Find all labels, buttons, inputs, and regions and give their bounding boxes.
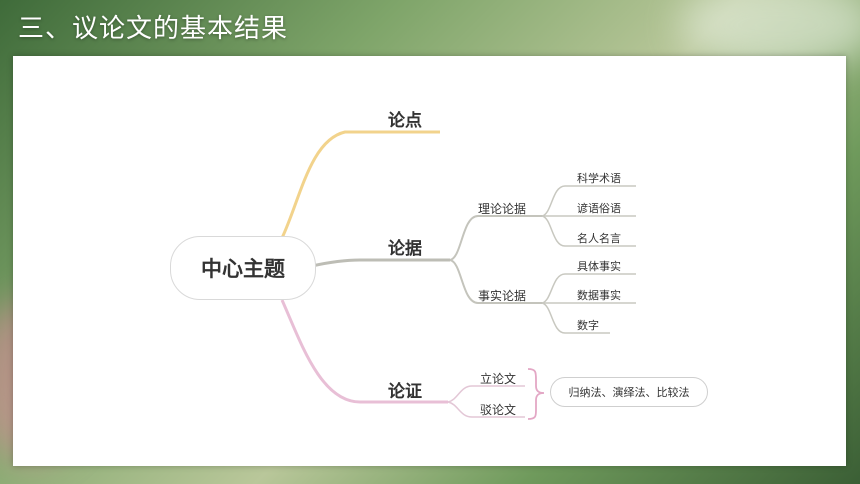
establish-argument-label[interactable]: 立论文 — [480, 372, 517, 386]
fact-item[interactable]: 具体事实 — [577, 260, 621, 273]
branch-proof-label[interactable]: 论证 — [388, 382, 422, 402]
fact-evidence-label[interactable]: 事实论据 — [478, 289, 527, 303]
central-topic-node[interactable]: 中心主题 — [170, 236, 316, 300]
theory-item[interactable]: 名人名言 — [577, 232, 621, 245]
theory-item[interactable]: 科学术语 — [577, 172, 621, 185]
refute-argument-label[interactable]: 驳论文 — [480, 403, 517, 417]
page-title: 三、议论文的基本结果 — [18, 14, 289, 44]
fact-item[interactable]: 数字 — [577, 319, 599, 332]
theory-item[interactable]: 谚语俗语 — [577, 202, 621, 215]
theory-evidence-label[interactable]: 理论论据 — [478, 202, 527, 216]
fact-item[interactable]: 数据事实 — [577, 289, 621, 302]
reasoning-methods-node[interactable]: 归纳法、演绎法、比较法 — [550, 377, 708, 407]
branch-point-label[interactable]: 论点 — [388, 111, 422, 131]
branch-evidence-label[interactable]: 论据 — [388, 239, 422, 259]
